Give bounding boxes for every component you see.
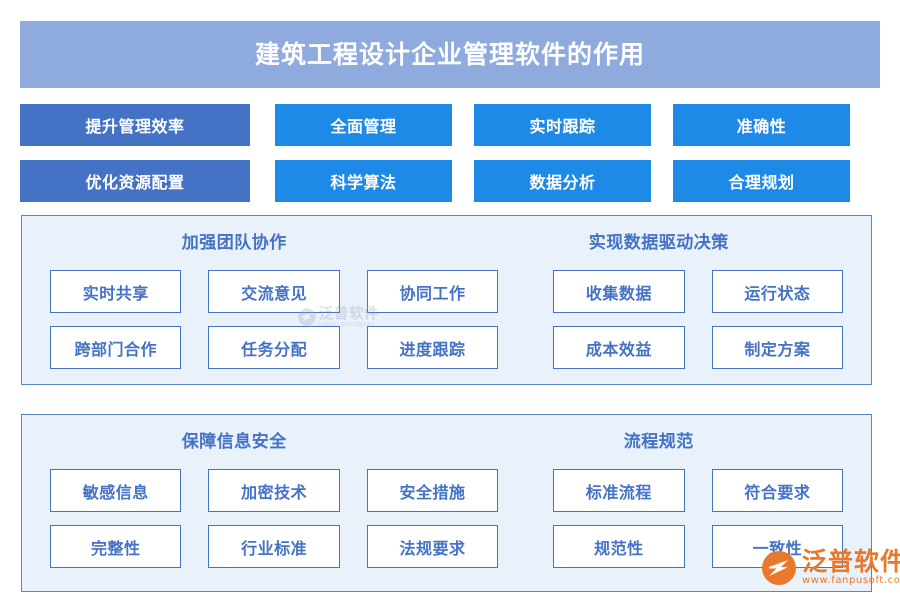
- card-cost-benefit[interactable]: 成本效益: [553, 326, 685, 369]
- panel-2-card-grid: 敏感信息 加密技术 安全措施 标准流程 符合要求 完整性 行业标准 法规要求 规…: [50, 469, 844, 568]
- card-normative[interactable]: 规范性: [553, 525, 685, 568]
- feature-button-accuracy[interactable]: 准确性: [673, 104, 850, 146]
- card-industry-standard[interactable]: 行业标准: [208, 525, 340, 568]
- card-task-assignment[interactable]: 任务分配: [208, 326, 340, 369]
- card-encryption-technology[interactable]: 加密技术: [208, 469, 340, 512]
- card-realtime-sharing[interactable]: 实时共享: [50, 270, 182, 313]
- feature-button-scientific-algorithm[interactable]: 科学算法: [275, 160, 452, 202]
- card-standard-process[interactable]: 标准流程: [553, 469, 685, 512]
- feature-button-row-2: 优化资源配置 科学算法 数据分析 合理规划: [20, 160, 872, 202]
- panel-1-heading-row: 加强团队协作 实现数据驱动决策: [22, 228, 871, 253]
- card-consistency[interactable]: 一致性: [711, 525, 844, 568]
- card-integrity[interactable]: 完整性: [50, 525, 182, 568]
- panel-2-heading-left: 保障信息安全: [181, 432, 287, 452]
- panel-2-card-row-2: 完整性 行业标准 法规要求 规范性 一致性: [50, 525, 844, 568]
- feature-button-row-1: 提升管理效率 全面管理 实时跟踪 准确性: [20, 104, 872, 146]
- feature-button-rational-planning[interactable]: 合理规划: [673, 160, 850, 202]
- card-operating-status[interactable]: 运行状态: [711, 270, 844, 313]
- card-progress-tracking[interactable]: 进度跟踪: [366, 326, 499, 369]
- card-security-measures[interactable]: 安全措施: [366, 469, 499, 512]
- card-collect-data[interactable]: 收集数据: [553, 270, 685, 313]
- card-meets-requirements[interactable]: 符合要求: [711, 469, 844, 512]
- feature-button-comprehensive-management[interactable]: 全面管理: [275, 104, 452, 146]
- panel-2-card-row-1: 敏感信息 加密技术 安全措施 标准流程 符合要求: [50, 469, 844, 512]
- panel-1-heading-left: 加强团队协作: [181, 233, 287, 253]
- card-sensitive-information[interactable]: 敏感信息: [50, 469, 182, 512]
- panel-2-heading-row: 保障信息安全 流程规范: [22, 427, 871, 452]
- card-formulate-plan[interactable]: 制定方案: [711, 326, 844, 369]
- page-title-banner: 建筑工程设计企业管理软件的作用: [20, 21, 880, 88]
- panel-1-heading-right: 实现数据驱动决策: [588, 233, 729, 253]
- card-collaborative-work[interactable]: 协同工作: [366, 270, 499, 313]
- feature-button-data-analysis[interactable]: 数据分析: [474, 160, 651, 202]
- panel-1-card-grid: 实时共享 交流意见 协同工作 收集数据 运行状态 跨部门合作 任务分配 进度跟踪…: [50, 270, 844, 369]
- panel-2-heading-right: 流程规范: [623, 432, 694, 452]
- panel-1-card-row-1: 实时共享 交流意见 协同工作 收集数据 运行状态: [50, 270, 844, 313]
- feature-button-optimize-resources[interactable]: 优化资源配置: [20, 160, 250, 202]
- panel-information-security-process-standard: 保障信息安全 流程规范 敏感信息 加密技术 安全措施 标准流程 符合要求 完整性…: [21, 414, 872, 592]
- feature-button-realtime-tracking[interactable]: 实时跟踪: [474, 104, 651, 146]
- panel-1-card-row-2: 跨部门合作 任务分配 进度跟踪 成本效益 制定方案: [50, 326, 844, 369]
- card-cross-department[interactable]: 跨部门合作: [50, 326, 182, 369]
- feature-button-improve-efficiency[interactable]: 提升管理效率: [20, 104, 250, 146]
- card-exchange-opinions[interactable]: 交流意见: [208, 270, 340, 313]
- panel-team-collaboration-data-decision: 加强团队协作 实现数据驱动决策 实时共享 交流意见 协同工作 收集数据 运行状态…: [21, 215, 872, 385]
- feature-button-grid: 提升管理效率 全面管理 实时跟踪 准确性 优化资源配置 科学算法 数据分析 合理…: [20, 104, 872, 202]
- card-legal-requirements[interactable]: 法规要求: [366, 525, 499, 568]
- page-title: 建筑工程设计企业管理软件的作用: [254, 40, 645, 69]
